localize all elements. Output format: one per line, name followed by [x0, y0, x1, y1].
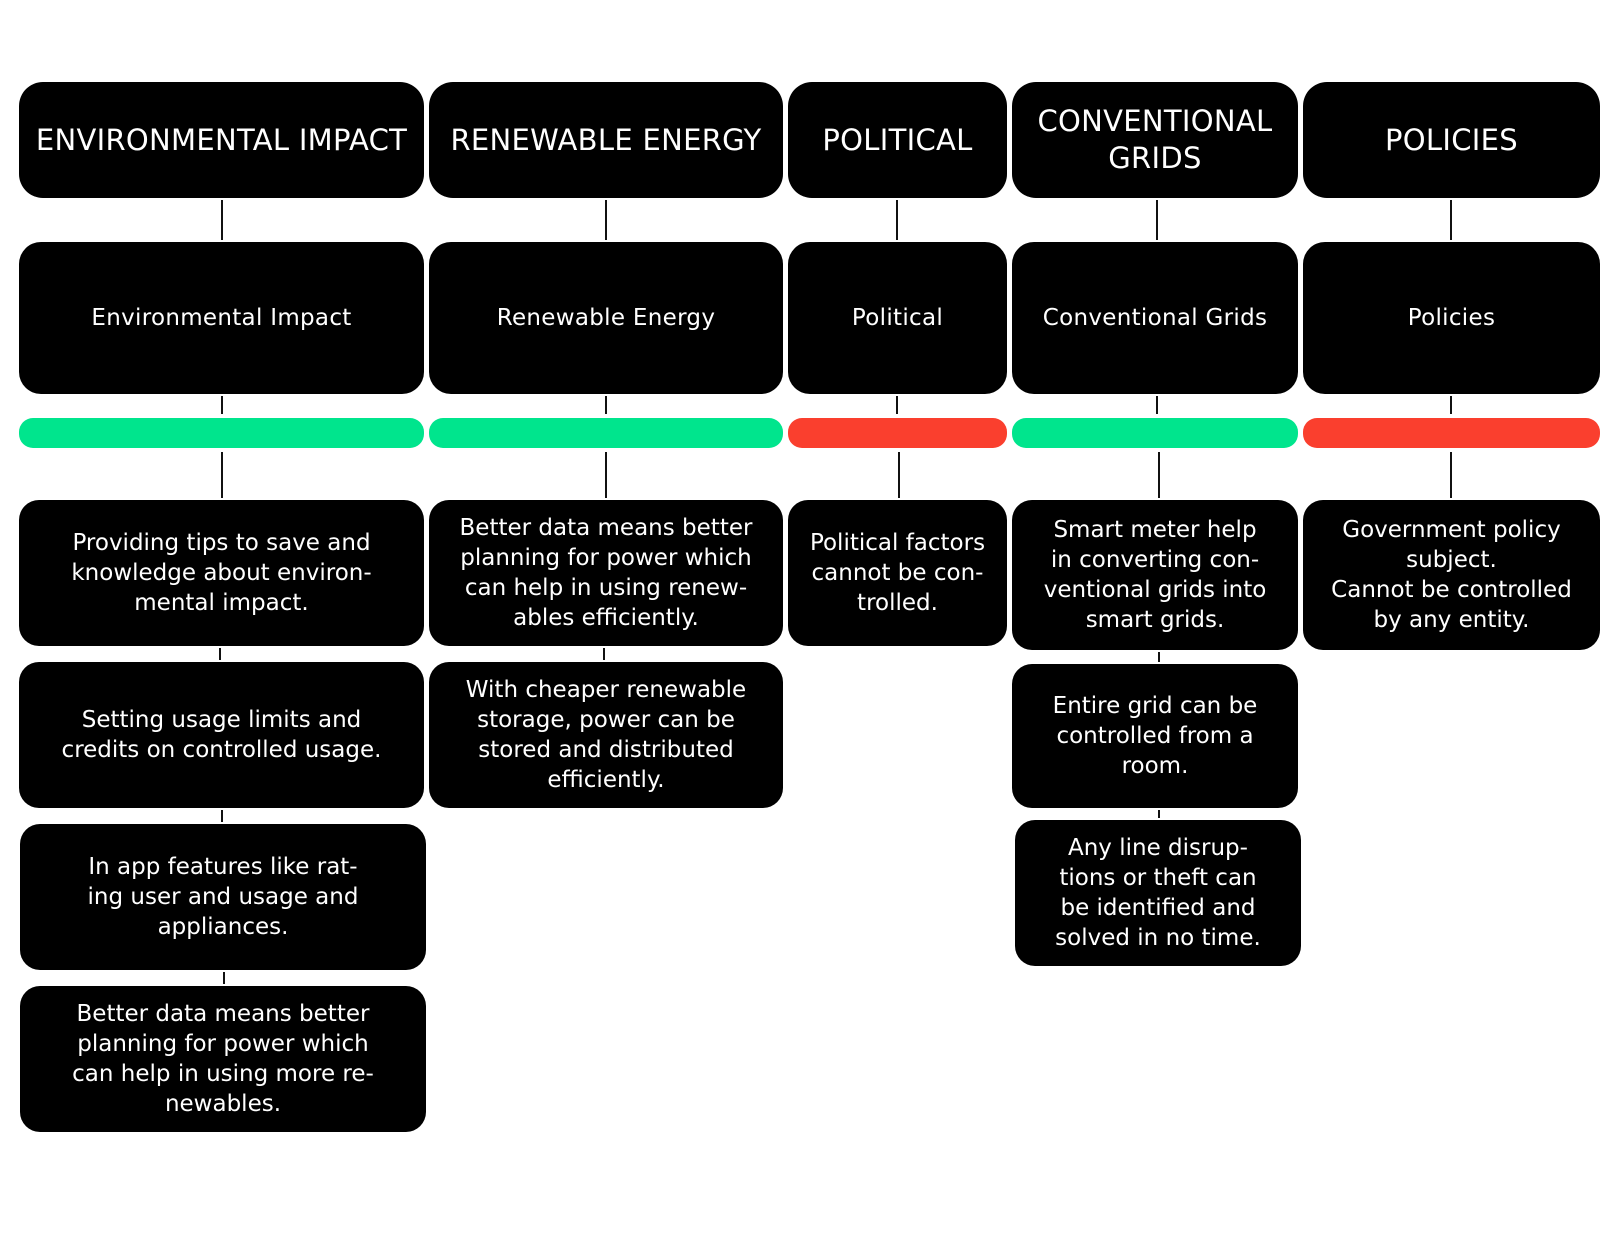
connector [898, 452, 900, 498]
header-conventional-grids: CONVENTIONAL GRIDS [1012, 82, 1298, 198]
connector [221, 452, 223, 498]
header-environmental-impact: ENVIRONMENTAL IMPACT [19, 82, 424, 198]
item-card: Smart meter help in converting con- vent… [1012, 500, 1298, 650]
status-bar-positive [1012, 418, 1298, 448]
connector [1156, 396, 1158, 414]
item-card: Any line disrup- tions or theft can be i… [1015, 820, 1301, 966]
item-card: In app features like rat- ing user and u… [20, 824, 426, 970]
item-card: Government policy subject. Cannot be con… [1303, 500, 1600, 650]
item-card: Better data means better planning for po… [20, 986, 426, 1132]
subheader-conventional-grids: Conventional Grids [1012, 242, 1298, 394]
connector [1158, 810, 1160, 818]
header-policies: POLICIES [1303, 82, 1600, 198]
connector [1450, 396, 1452, 414]
connector [1450, 200, 1452, 240]
header-renewable-energy: RENEWABLE ENERGY [429, 82, 783, 198]
subheader-renewable-energy: Renewable Energy [429, 242, 783, 394]
connector [219, 648, 221, 660]
item-card: Providing tips to save and knowledge abo… [19, 500, 424, 646]
connector [605, 396, 607, 414]
status-bar-positive [19, 418, 424, 448]
item-card: Setting usage limits and credits on cont… [19, 662, 424, 808]
status-bar-negative [788, 418, 1007, 448]
connector [221, 200, 223, 240]
item-card: Entire grid can be controlled from a roo… [1012, 664, 1298, 808]
item-card: With cheaper renewable storage, power ca… [429, 662, 783, 808]
status-bar-positive [429, 418, 783, 448]
connector [223, 972, 225, 984]
connector [1156, 200, 1158, 240]
subheader-environmental-impact: Environmental Impact [19, 242, 424, 394]
header-political: POLITICAL [788, 82, 1007, 198]
connector [221, 810, 223, 822]
connector [896, 200, 898, 240]
item-card: Better data means better planning for po… [429, 500, 783, 646]
subheader-political: Political [788, 242, 1007, 394]
connector [896, 396, 898, 414]
item-card: Political factors cannot be con- trolled… [788, 500, 1007, 646]
connector [221, 396, 223, 414]
connector [603, 648, 605, 660]
subheader-policies: Policies [1303, 242, 1600, 394]
connector [1158, 652, 1160, 662]
connector [1158, 452, 1160, 498]
status-bar-negative [1303, 418, 1600, 448]
connector [1450, 452, 1452, 498]
connector [605, 200, 607, 240]
connector [605, 452, 607, 498]
